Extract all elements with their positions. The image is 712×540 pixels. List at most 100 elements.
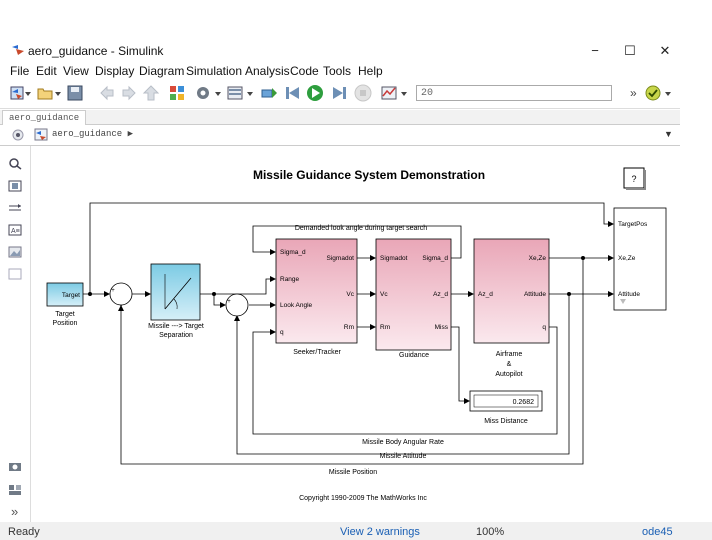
miss-distance-display[interactable]: 0.2682 (469, 390, 543, 412)
open-dropdown-icon[interactable] (54, 84, 62, 102)
status-ready: Ready (8, 526, 40, 538)
menu-diagram[interactable]: Diagram (139, 64, 185, 78)
menu-simulation[interactable]: Simulation (186, 64, 243, 78)
signal-body-rate-label: Missile Body Angular Rate (362, 439, 444, 446)
screen-top-area (0, 0, 712, 40)
zoom-icon[interactable] (8, 158, 22, 170)
airframe-out-xeze: Xe,Ze (529, 255, 547, 262)
seeker-out-rm: Rm (344, 324, 354, 331)
separation-vector-icon (164, 277, 192, 310)
model-icon (34, 128, 48, 141)
menu-help[interactable]: Help (358, 64, 383, 78)
guidance-label: Guidance (399, 352, 429, 359)
address-arrow-icon[interactable]: ▶ (127, 129, 134, 139)
wire-target-pos (89, 202, 614, 294)
model-canvas[interactable]: Missile Guidance System Demonstration ? (31, 146, 680, 522)
minimize-button[interactable]: − (591, 43, 599, 58)
model-tab-strip: aero_guidance (0, 110, 680, 125)
save-icon[interactable] (66, 84, 84, 102)
target-position-block[interactable]: Target (46, 282, 84, 307)
scope-in-xeze: Xe,Ze (618, 255, 636, 262)
signal-look-angle-label: Demanded look angle during target search (295, 225, 427, 232)
step-back-icon[interactable] (284, 84, 302, 102)
open-folder-icon[interactable] (36, 84, 54, 102)
airframe-label-3: Autopilot (495, 371, 522, 378)
image-icon[interactable] (8, 246, 22, 258)
address-bar: aero_guidance ▶ ▼ (0, 125, 680, 146)
menu-tools[interactable]: Tools (323, 64, 352, 78)
model-browser-icon[interactable] (8, 484, 22, 496)
seeker-out-vc: Vc (346, 291, 354, 298)
maximize-button[interactable]: ☐ (624, 43, 636, 58)
guidance-out-sigma-d: Sigma_d (422, 255, 448, 262)
hide-browser-icon[interactable] (12, 129, 24, 141)
fit-to-view-icon[interactable] (8, 180, 22, 192)
menu-display[interactable]: Display (95, 64, 135, 78)
close-button[interactable]: ✕ (659, 43, 671, 58)
status-warnings-link[interactable]: View 2 warnings (340, 526, 420, 538)
tab-aero-guidance[interactable]: aero_guidance (2, 110, 87, 125)
wire-range (200, 276, 276, 295)
explorer-dropdown-icon[interactable] (246, 84, 254, 102)
area-icon[interactable] (8, 268, 22, 280)
window-title: aero_guidance - Simulink (28, 44, 164, 58)
toolbar: » (0, 80, 680, 109)
step-forward-icon[interactable] (330, 84, 348, 102)
seeker-label: Seeker/Tracker (293, 349, 341, 356)
toolbar-overflow[interactable]: » (630, 86, 637, 100)
guidance-in-sigmadot: Sigmadot (380, 255, 408, 262)
window-titlebar: aero_guidance - Simulink − ☐ ✕ (0, 40, 680, 62)
update-diagram-icon[interactable] (260, 84, 278, 102)
library-browser-icon[interactable] (168, 84, 186, 102)
advisor-dropdown-icon[interactable] (664, 84, 672, 102)
address-path[interactable]: aero_guidance ▶ (52, 129, 133, 139)
simulink-app-icon (12, 45, 24, 55)
wire-attitude-feedback (234, 294, 570, 455)
new-model-icon[interactable] (8, 84, 26, 102)
forward-arrow-icon[interactable] (120, 84, 138, 102)
back-arrow-icon[interactable] (98, 84, 116, 102)
sum1-minus: - (120, 303, 123, 310)
run-icon[interactable] (306, 84, 324, 102)
status-bar: Ready View 2 warnings 100% ode45 (0, 522, 712, 540)
model-advisor-check-icon[interactable] (644, 84, 662, 102)
menu-file[interactable]: File (10, 64, 30, 78)
wire-body-rate (252, 326, 558, 435)
help-label: ? (631, 174, 636, 184)
airframe-label-2: & (507, 361, 512, 368)
separation-block[interactable] (150, 263, 201, 321)
config-dropdown-icon[interactable] (214, 84, 222, 102)
stop-time-input[interactable]: 20 (416, 85, 612, 101)
stop-icon[interactable] (354, 84, 372, 102)
guidance-block[interactable]: Sigmadot Vc Rm Sigma_d Az_d Miss (375, 238, 452, 351)
airframe-label-1: Airframe (496, 351, 523, 358)
menu-code[interactable]: Code (290, 64, 319, 78)
signal-attitude-label: Missile Attitude (380, 453, 427, 460)
menu-analysis[interactable]: Analysis (245, 64, 290, 78)
record-scope-icon[interactable] (380, 84, 398, 102)
screenshot-icon[interactable] (8, 460, 22, 472)
scope-block[interactable]: TargetPos Xe,Ze Attitude (613, 207, 667, 311)
annotation-icon[interactable]: A≡ (8, 224, 22, 236)
address-dropdown-icon[interactable]: ▼ (664, 129, 673, 139)
record-dropdown-icon[interactable] (400, 84, 408, 102)
menu-edit[interactable]: Edit (36, 64, 57, 78)
model-config-gear-icon[interactable] (194, 84, 212, 102)
airframe-autopilot-block[interactable]: Az_d Xe,Ze Attitude q (473, 238, 550, 344)
address-model-name[interactable]: aero_guidance (52, 129, 123, 139)
new-model-dropdown-icon[interactable] (24, 84, 32, 102)
separation-label-1: Missile ---> Target (148, 323, 204, 330)
airframe-out-attitude: Attitude (524, 291, 546, 298)
model-explorer-icon[interactable] (226, 84, 244, 102)
wire-sigma-feedback (252, 225, 462, 259)
seeker-tracker-block[interactable]: Sigma_d Range Look Angle q Sigmadot Vc R… (275, 238, 358, 344)
wire-miss (451, 326, 470, 404)
sum1-block[interactable]: - + (109, 282, 133, 310)
sum2-block[interactable]: - + (225, 293, 249, 322)
palette-expand-icon[interactable]: » (11, 504, 19, 519)
menu-view[interactable]: View (63, 64, 89, 78)
status-solver[interactable]: ode45 (642, 526, 673, 538)
arrow-direction-icon[interactable] (8, 202, 22, 214)
help-block[interactable]: ? (623, 167, 646, 190)
up-arrow-icon[interactable] (142, 84, 160, 102)
